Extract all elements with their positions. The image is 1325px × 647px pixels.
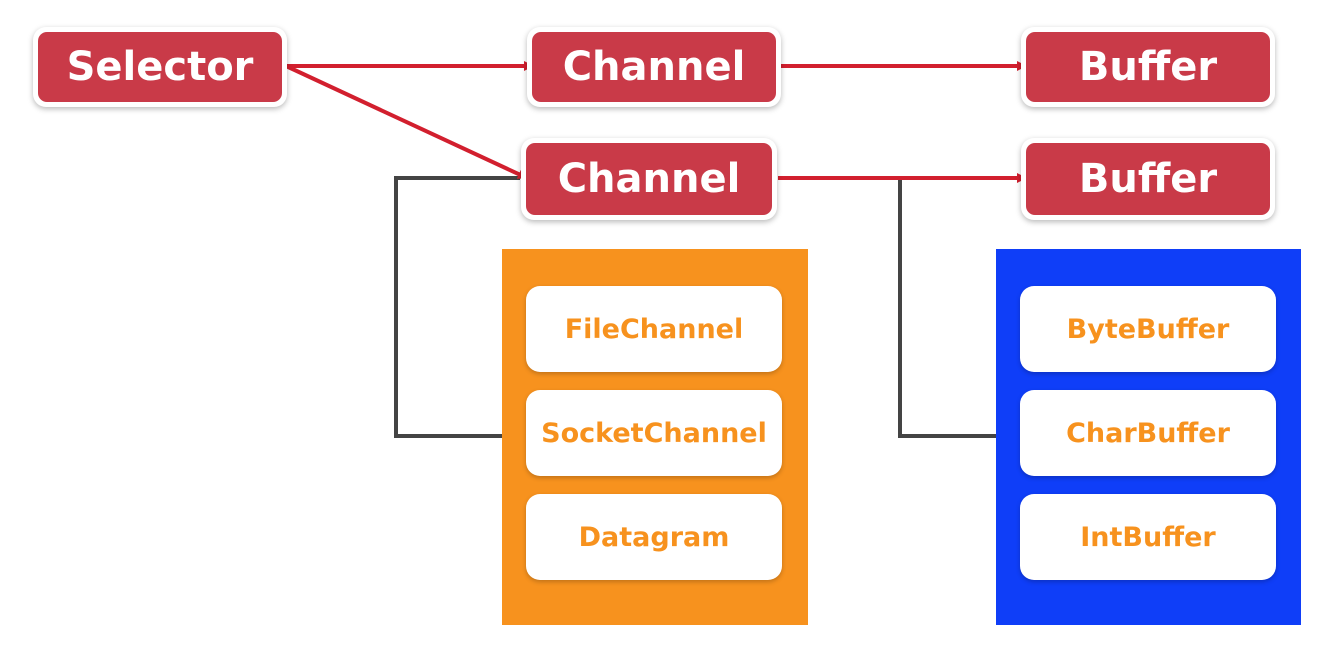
selector-node: Selector: [33, 27, 287, 107]
channel-top-node: Channel: [527, 27, 781, 107]
buffer-top-label: Buffer: [1026, 32, 1270, 102]
buffer-mid-node: Buffer: [1021, 138, 1275, 220]
selector-label: Selector: [38, 32, 282, 102]
channel-type-socket: SocketChannel: [526, 390, 782, 476]
channel-bracket-line: [394, 176, 520, 438]
buffer-type-int: IntBuffer: [1020, 494, 1276, 580]
arrow-selector-to-channel-mid: [285, 64, 528, 180]
channel-types-panel: FileChannel SocketChannel Datagram: [502, 249, 808, 625]
buffer-top-node: Buffer: [1021, 27, 1275, 107]
buffer-type-byte: ByteBuffer: [1020, 286, 1276, 372]
buffer-types-panel: ByteBuffer CharBuffer IntBuffer: [996, 249, 1301, 625]
channel-mid-node: Channel: [521, 138, 777, 220]
buffer-bracket-line: [898, 178, 997, 438]
buffer-mid-label: Buffer: [1026, 143, 1270, 215]
channel-mid-label: Channel: [526, 143, 772, 215]
buffer-type-char: CharBuffer: [1020, 390, 1276, 476]
channel-top-label: Channel: [532, 32, 776, 102]
channel-type-datagram: Datagram: [526, 494, 782, 580]
channel-type-file: FileChannel: [526, 286, 782, 372]
